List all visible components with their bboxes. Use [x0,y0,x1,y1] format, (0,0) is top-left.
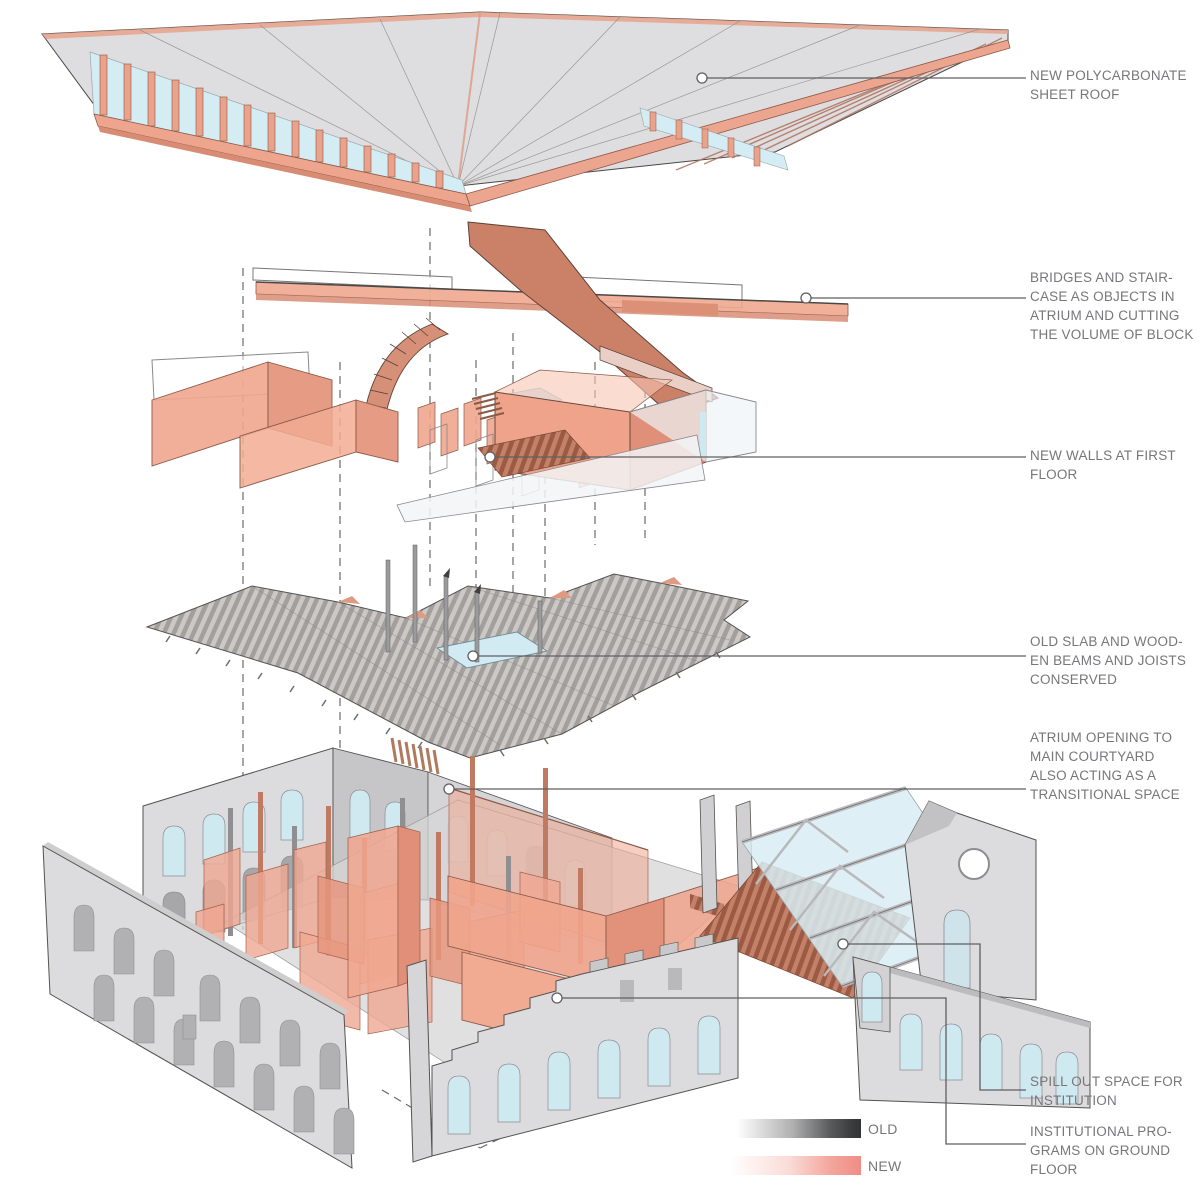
leader-lines [443,72,1026,1145]
legend-old-label: OLD [868,1121,898,1137]
label-bridges: BRIDGES AND STAIR- CASE AS OBJECTS IN AT… [1030,270,1194,342]
leader-roof [696,72,1026,84]
label-spill: SPILL OUT SPACE FOR INSTITUTION [1030,1074,1183,1108]
label-institutional: INSTITUTIONAL PRO- GRAMS ON GROUND FLOOR [1030,1124,1172,1177]
roof-layer [41,11,1011,212]
leader-slab [467,650,1026,662]
old-slab-layer [145,544,752,759]
leader-walls [484,451,1026,463]
oculus-window [958,848,990,880]
ground-floor-layer [42,737,1091,1169]
legend-new-label: NEW [868,1158,902,1174]
label-slab: OLD SLAB AND WOOD- EN BEAMS AND JOISTS C… [1030,634,1187,687]
leader-institutional [551,992,1026,1145]
legend-old-gradient-bar [737,1119,861,1138]
label-walls: NEW WALLS AT FIRST FLOOR [1030,448,1176,482]
leader-spill [837,938,1026,1091]
leader-atrium [443,783,1026,795]
legend-new-gradient-bar [730,1156,861,1175]
leader-bridges [800,292,1026,304]
clerestory-posts [99,54,444,189]
label-atrium: ATRIUM OPENING TO MAIN COURTYARD ALSO AC… [1030,730,1180,802]
label-roof: NEW POLYCARBONATE SHEET ROOF [1030,68,1187,102]
left-wall-arches [73,904,355,1155]
bridges-layer [252,221,849,425]
